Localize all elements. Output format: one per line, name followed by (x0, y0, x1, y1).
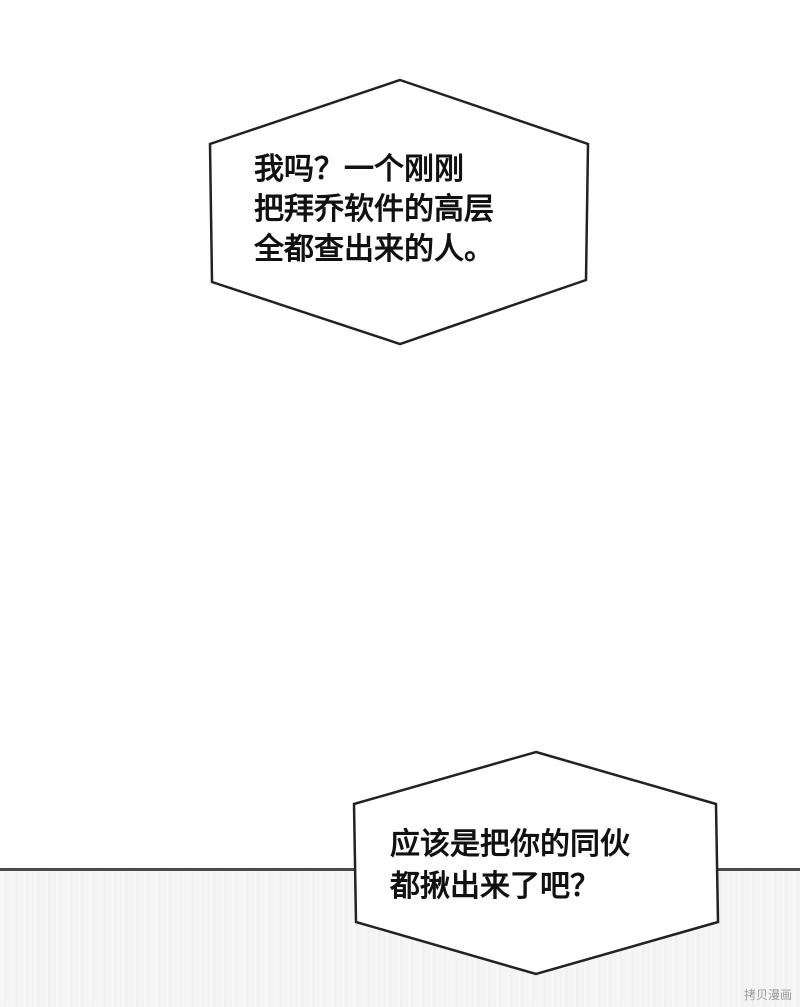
speech-bubble-1: 我吗？一个刚刚 把拜乔软件的高层 全都查出来的人。 (208, 78, 592, 348)
bubble-1-line-2: 把拜乔软件的高层 (254, 192, 494, 227)
bubble-2-line-1: 应该是把你的同伙 (390, 827, 630, 862)
speech-bubble-2-text: 应该是把你的同伙 都揪出来了吧？ (390, 824, 630, 908)
bubble-1-line-3: 全都查出来的人。 (254, 232, 494, 267)
bubble-1-line-1: 我吗？一个刚刚 (254, 152, 464, 187)
bubble-2-line-2: 都揪出来了吧？ (390, 869, 600, 904)
speech-bubble-1-shape (208, 78, 590, 346)
speech-bubble-2: 应该是把你的同伙 都揪出来了吧？ (352, 750, 720, 976)
watermark: 拷贝漫画 (743, 988, 792, 1002)
speech-bubble-2-shape (352, 750, 720, 976)
speech-bubble-1-text: 我吗？一个刚刚 把拜乔软件的高层 全都查出来的人。 (254, 150, 494, 270)
